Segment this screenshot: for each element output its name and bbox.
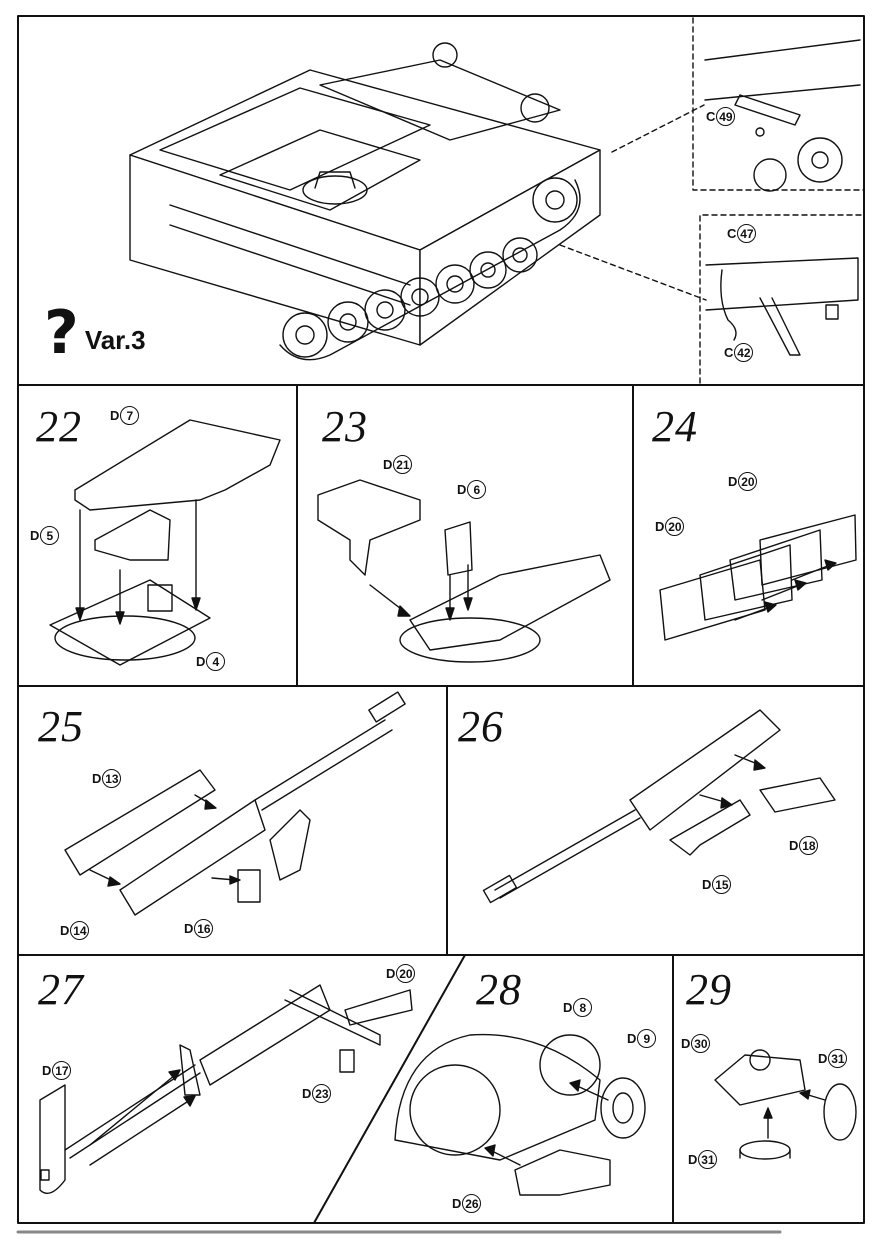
panel-borders	[17, 15, 865, 1224]
step-number-24: 24	[652, 402, 698, 451]
step-number-22: 22	[36, 402, 82, 451]
step-26-drawing	[482, 709, 836, 904]
callout-c47: C 47	[727, 224, 757, 243]
step-27-drawing	[39, 984, 413, 1194]
step-number-26: 26	[458, 702, 504, 751]
hull-illustration	[129, 42, 601, 361]
step-number-28: 28	[476, 965, 522, 1014]
step-22-drawing	[49, 419, 281, 666]
callout-c49: C 49	[706, 107, 736, 126]
callout-c42: C 42	[724, 343, 754, 362]
step-number-29: 29	[686, 965, 732, 1014]
inset-detail-bottom	[705, 257, 859, 356]
step-number-27: 27	[38, 965, 84, 1014]
step-28-drawing	[394, 1033, 646, 1196]
step-29-drawing	[714, 1049, 857, 1160]
variant-label: Var.3	[84, 325, 146, 355]
question-mark-icon: ?	[44, 298, 79, 368]
inset-detail-top	[704, 39, 861, 192]
step-23-drawing	[317, 479, 611, 663]
step-25-drawing	[64, 691, 406, 916]
step-24-drawing	[659, 514, 857, 641]
step-number-25: 25	[38, 702, 84, 751]
step-number-23: 23	[322, 402, 368, 451]
detail-inset-frames	[559, 17, 865, 384]
hull-road-wheels	[279, 177, 581, 361]
variant-marker: ? Var.3	[44, 298, 146, 368]
